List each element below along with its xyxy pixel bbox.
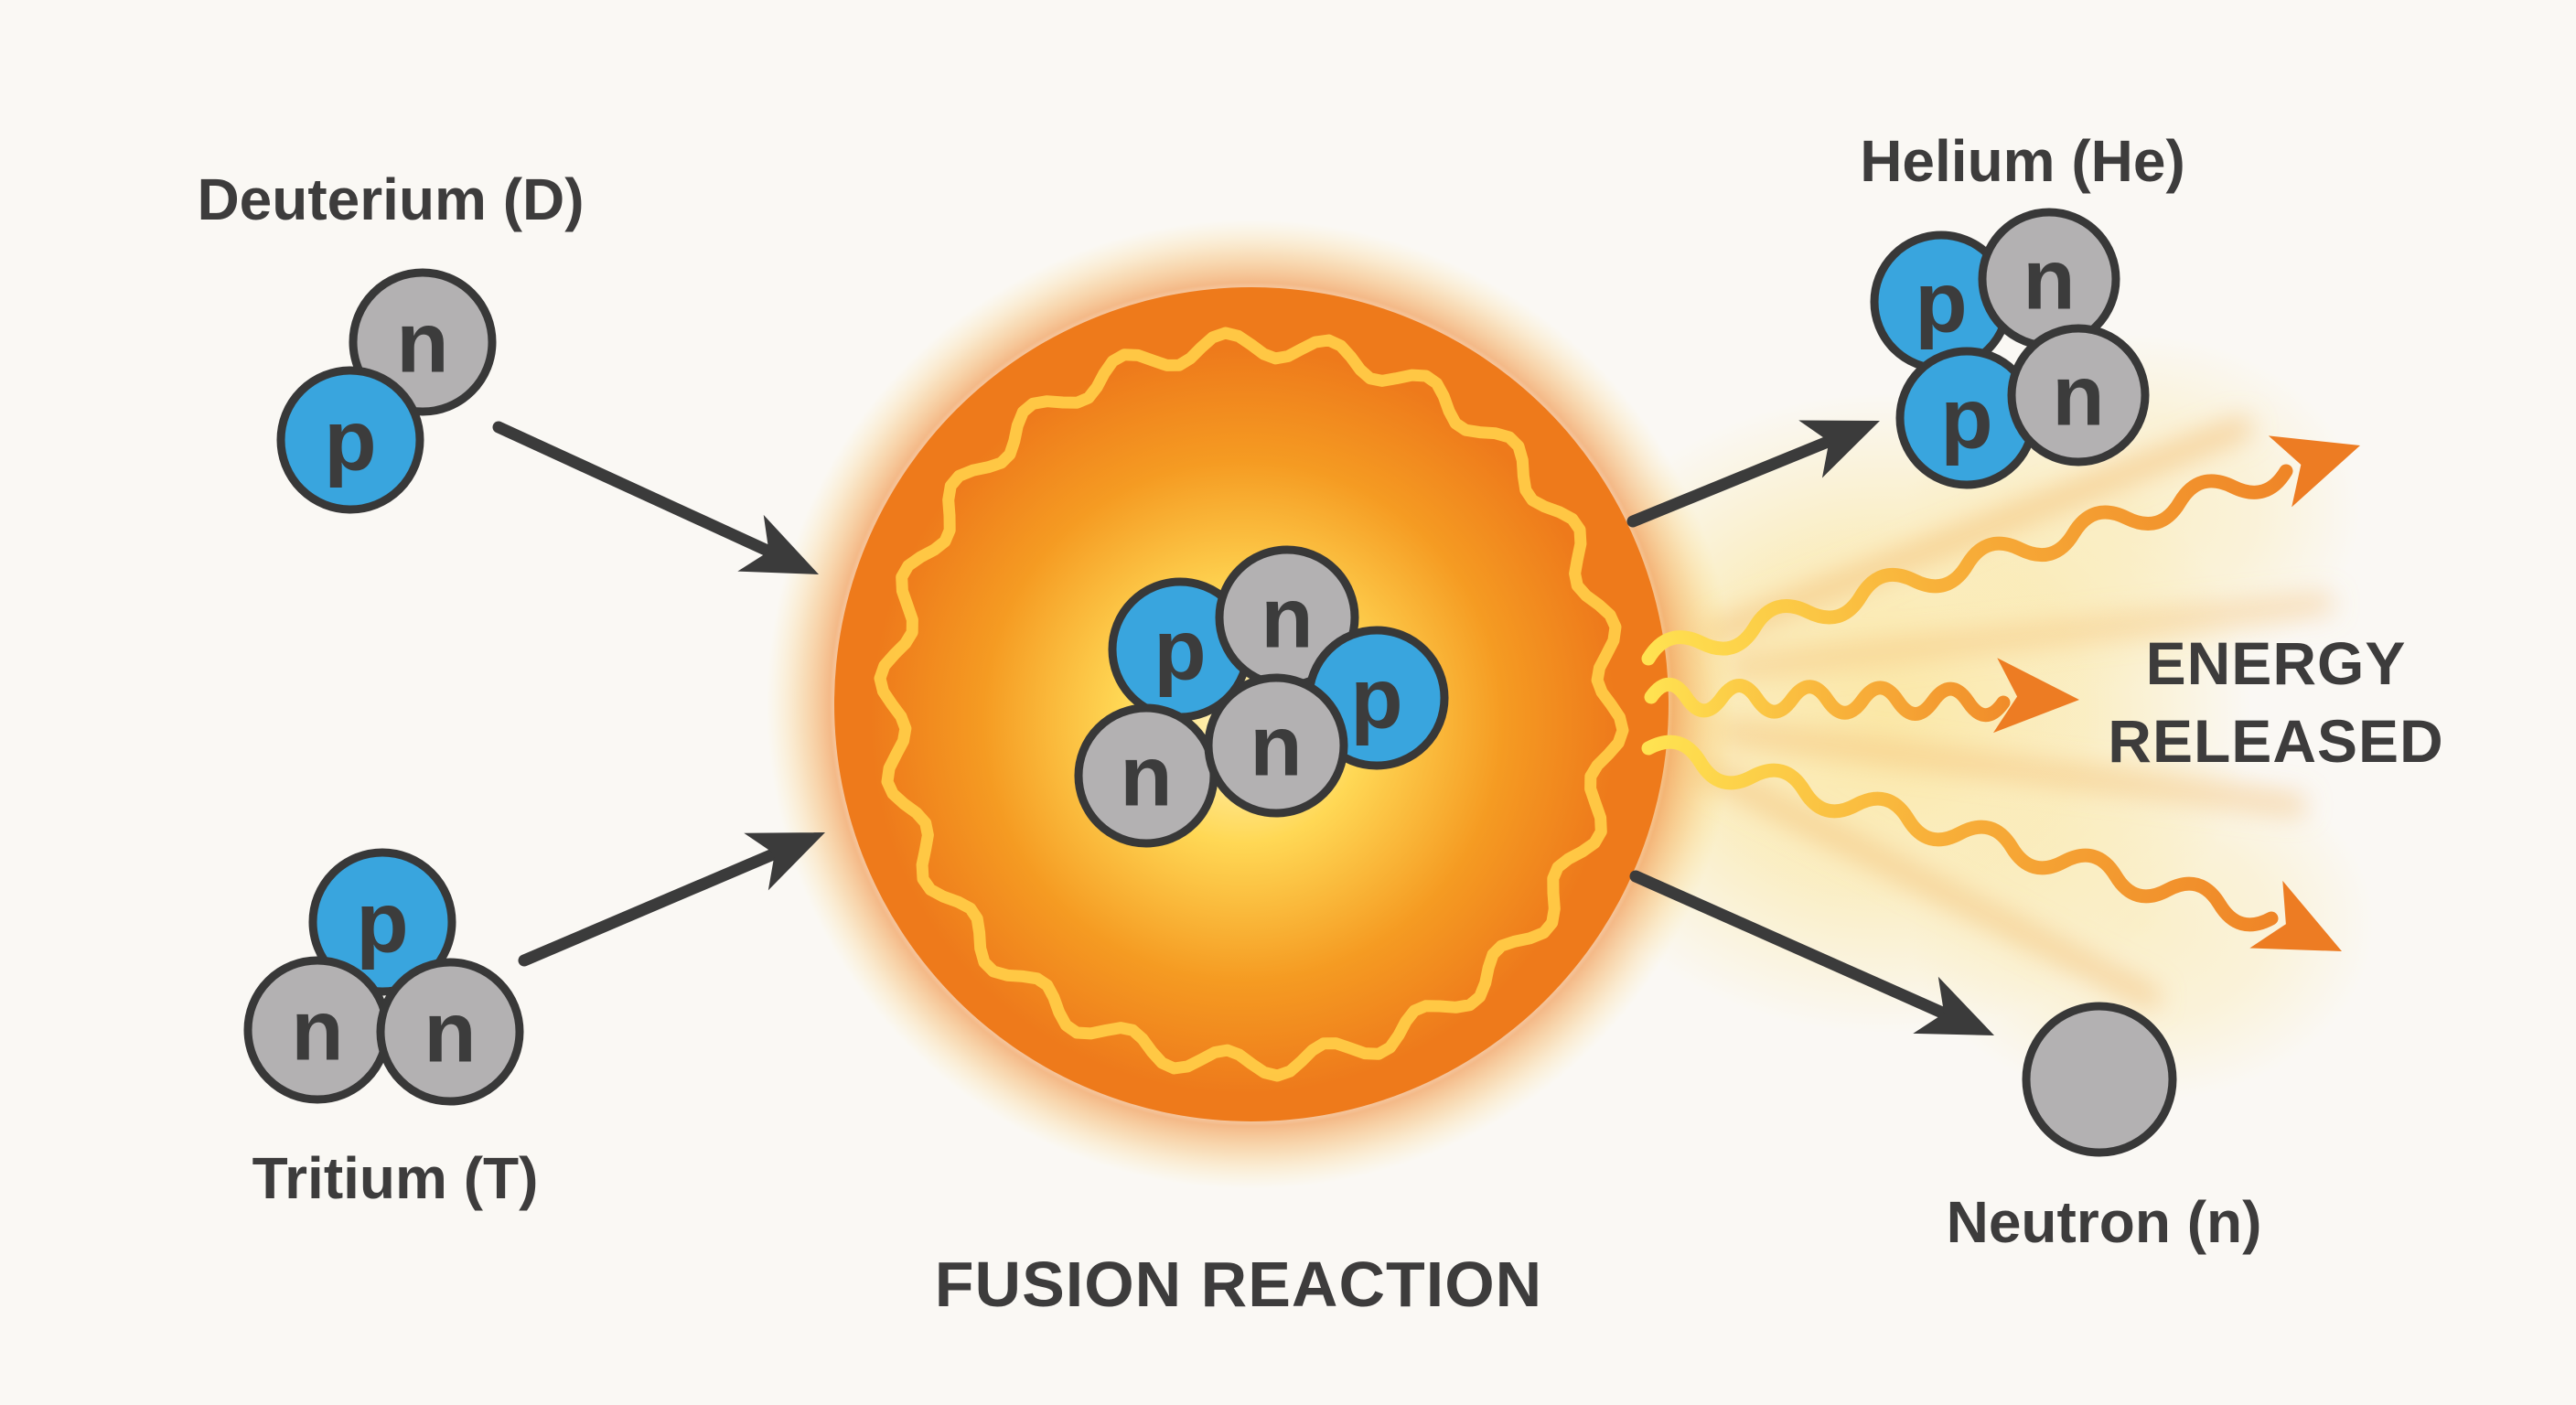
proton-particle: p bbox=[276, 366, 424, 514]
energy-released-label-line2: RELEASED bbox=[2108, 707, 2443, 775]
tritium-label: Tritium (T) bbox=[252, 1145, 539, 1211]
glow-blob-lower bbox=[1907, 745, 2374, 1102]
free-neutron bbox=[2022, 1002, 2177, 1157]
neutron-particle: n bbox=[1978, 208, 2120, 350]
helium-label: Helium (He) bbox=[1860, 128, 2185, 194]
helium-atom: p n p n bbox=[1870, 208, 2150, 489]
energy-arrowhead-bottom bbox=[2249, 880, 2342, 951]
proton-particle: p bbox=[1895, 347, 2038, 489]
proton-symbol: p bbox=[1915, 254, 1967, 350]
energy-arrowhead-middle bbox=[1992, 658, 2079, 734]
neutron-particle: n bbox=[1204, 673, 1348, 818]
glow-streak bbox=[1709, 417, 2252, 642]
fusion-reaction-label: FUSION REACTION bbox=[935, 1249, 1542, 1320]
neutron-symbol: n bbox=[1261, 570, 1313, 666]
tritium-atom: p n n bbox=[243, 848, 524, 1106]
neutron-symbol: n bbox=[2023, 231, 2075, 327]
energy-ray-middle bbox=[1644, 677, 2011, 723]
neutron-symbol: n bbox=[1250, 698, 1302, 794]
fusion-nucleus: p n p n n bbox=[1074, 545, 1449, 848]
proton-symbol: p bbox=[1940, 370, 1992, 467]
arrowhead bbox=[737, 514, 819, 574]
arrowhead bbox=[1798, 420, 1880, 478]
energy-rays bbox=[1641, 435, 2360, 951]
neutron-particle: n bbox=[243, 956, 392, 1104]
energy-ray-top bbox=[1641, 464, 2293, 666]
glow-streak bbox=[1718, 721, 2307, 816]
glow-streak bbox=[1700, 762, 2161, 1008]
tritium-to-sun-arrow bbox=[518, 832, 825, 967]
proton-symbol: p bbox=[324, 392, 376, 488]
neutron-symbol: n bbox=[424, 984, 476, 1080]
neutron-particle: n bbox=[2007, 324, 2150, 467]
glow-streak bbox=[1727, 593, 2334, 679]
proton-symbol: p bbox=[356, 874, 408, 971]
neutron-particle: n bbox=[1215, 545, 1359, 690]
neutron-symbol: n bbox=[1120, 728, 1172, 824]
sun-to-helium-arrow bbox=[1626, 420, 1880, 528]
neutron-particle: n bbox=[376, 958, 524, 1106]
proton-symbol: p bbox=[1154, 602, 1206, 698]
neutron-symbol: n bbox=[291, 982, 343, 1078]
energy-arrowhead-top bbox=[2268, 435, 2360, 508]
energy-ray-bottom bbox=[1641, 735, 2279, 932]
proton-symbol: p bbox=[1350, 650, 1402, 746]
proton-particle: p bbox=[308, 848, 456, 996]
neutron-label: Neutron (n) bbox=[1947, 1189, 2262, 1255]
neutron-particle: n bbox=[1074, 703, 1218, 848]
deuterium-label: Deuterium (D) bbox=[197, 166, 584, 232]
reaction-arrows bbox=[492, 420, 1994, 1035]
neutron-circle bbox=[2022, 1002, 2177, 1157]
energy-released-label-line1: ENERGY bbox=[2146, 629, 2407, 697]
arrowhead bbox=[744, 832, 825, 891]
arrowhead bbox=[1913, 976, 1994, 1035]
neutron-symbol: n bbox=[2052, 348, 2104, 444]
deuterium-atom: n p bbox=[276, 268, 497, 514]
plasma-ring bbox=[874, 327, 1629, 1082]
deuterium-to-sun-arrow bbox=[492, 421, 819, 574]
sun-to-neutron-arrow bbox=[1629, 870, 1994, 1035]
neutron-symbol: n bbox=[396, 295, 448, 391]
